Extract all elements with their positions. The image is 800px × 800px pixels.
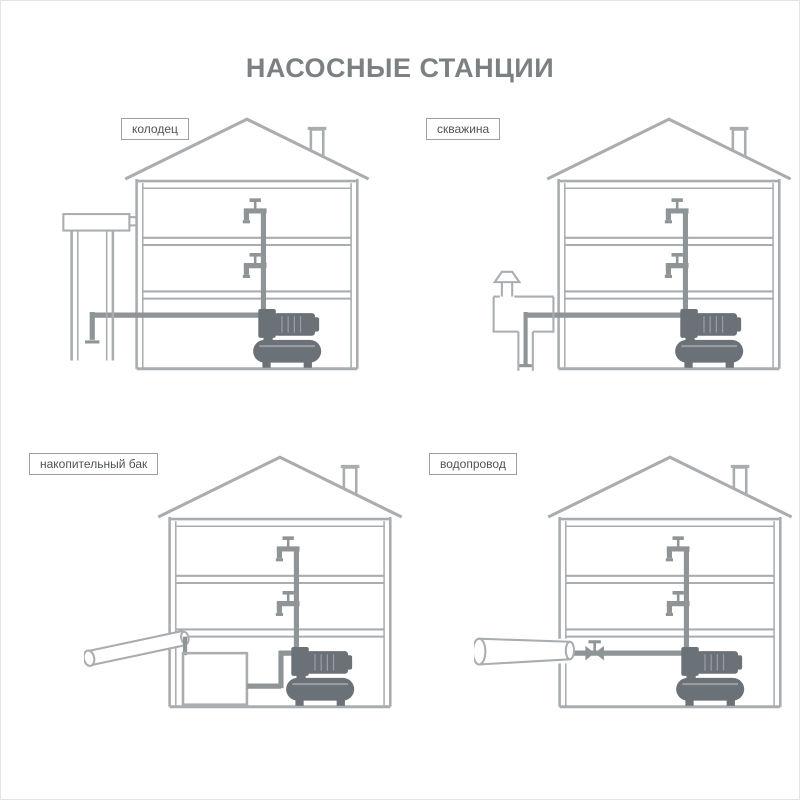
storage-tank-diagram <box>84 455 404 709</box>
indoor-plumbing <box>243 200 321 368</box>
storage-tank-source <box>84 629 297 706</box>
indoor-plumbing <box>666 538 744 706</box>
vent-cap-icon <box>492 270 522 297</box>
panel-borehole <box>473 113 799 381</box>
well-source <box>62 213 262 361</box>
house-structure <box>546 455 794 709</box>
well-shaft <box>62 213 138 361</box>
borehole-casing <box>517 331 534 371</box>
panel-storage-tank <box>84 451 414 719</box>
borehole-source <box>492 270 684 371</box>
label-borehole: скважина <box>426 118 501 140</box>
house-structure <box>123 117 371 371</box>
label-water-main: водопровод <box>429 453 517 475</box>
label-well: колодец <box>121 118 189 140</box>
page-title: НАСОСНЫЕ СТАНЦИИ <box>245 53 555 83</box>
house-structure <box>545 117 793 371</box>
valve-icon <box>585 640 604 661</box>
fill-pipe <box>84 629 190 667</box>
indoor-plumbing <box>276 538 354 706</box>
water-main-diagram <box>474 455 794 709</box>
water-main-source <box>474 637 685 666</box>
pit <box>492 295 555 333</box>
borehole-diagram <box>492 117 793 371</box>
well-diagram <box>62 117 371 371</box>
panel-water-main <box>474 451 799 719</box>
storage-tank <box>181 651 249 706</box>
main-pipe <box>474 637 576 666</box>
label-storage-tank: накопительный бак <box>29 453 159 475</box>
panel-well <box>51 113 381 381</box>
indoor-plumbing <box>665 200 743 368</box>
